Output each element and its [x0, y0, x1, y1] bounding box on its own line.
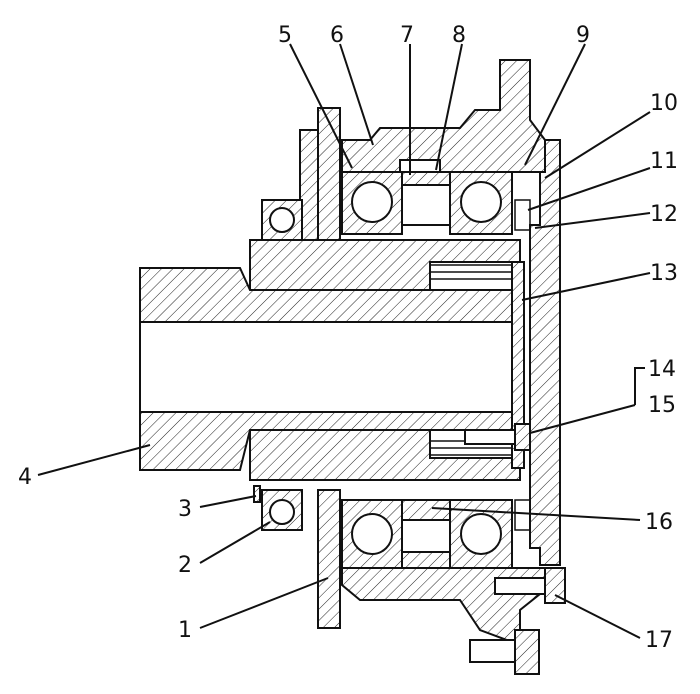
spline-teeth: [430, 264, 520, 456]
callout-11: 11: [650, 149, 678, 174]
upper-housing: [341, 59, 546, 173]
callout-4: 4: [18, 465, 32, 490]
callout-12: 12: [650, 202, 678, 227]
small-bearing-bottom: [253, 485, 303, 531]
callout-7: 7: [400, 23, 414, 48]
upper-bearings: [341, 171, 513, 235]
callout-5: 5: [278, 23, 292, 48]
retaining-plate: [511, 261, 525, 469]
callout-16: 16: [645, 510, 673, 535]
small-bearing-top: [261, 199, 303, 241]
seal-ring: [514, 199, 531, 531]
callout-labels: 1 2 3 4 5 6 7 8 9 10 11 12 13 14 15 16 1…: [18, 23, 678, 653]
bolt-housing: [469, 567, 566, 675]
bolt-center: [464, 423, 531, 451]
end-cover: [529, 139, 561, 566]
callout-6: 6: [330, 23, 344, 48]
callout-8: 8: [452, 23, 466, 48]
callout-10: 10: [650, 91, 678, 116]
callout-9: 9: [576, 23, 590, 48]
hub-body: [249, 239, 521, 481]
housing-flange: [299, 107, 341, 629]
leader-lines: [37, 43, 651, 639]
callout-1: 1: [178, 618, 192, 643]
callout-13: 13: [650, 261, 678, 286]
callout-2: 2: [178, 553, 192, 578]
callout-15: 15: [648, 393, 676, 418]
callout-3: 3: [178, 497, 192, 522]
callout-17: 17: [645, 628, 673, 653]
callout-14: 14: [648, 357, 676, 382]
